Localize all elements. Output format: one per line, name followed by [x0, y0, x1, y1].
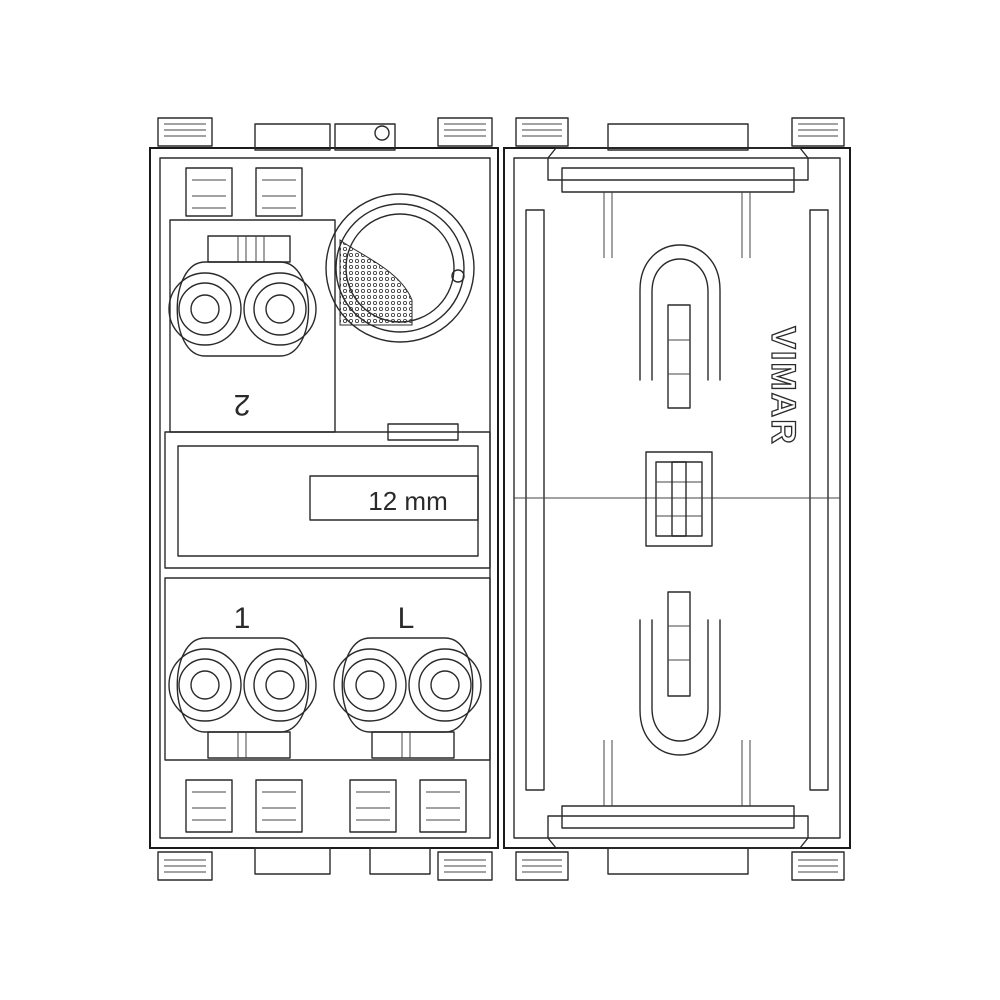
- terminal-L-label: L: [398, 602, 415, 635]
- right-module: VIMAR: [504, 118, 850, 880]
- terminal-2-label: 2: [234, 388, 251, 421]
- terminal-2-block: 2: [169, 220, 335, 432]
- left-module-body: [150, 148, 498, 848]
- strip-length-label: 12 mm: [368, 486, 447, 516]
- sensor-lens: [326, 194, 474, 342]
- left-top-clips: [158, 118, 492, 150]
- brand-logo: VIMAR: [764, 326, 802, 446]
- strip-gauge: 12 mm: [165, 432, 490, 568]
- bottom-release-tabs: [186, 780, 466, 832]
- left-module: 2 12 mm 1 L: [150, 118, 498, 880]
- left-bottom-clips: [158, 848, 492, 880]
- top-release-tabs: [186, 168, 302, 216]
- terminal-1-L-block: 1 L: [165, 578, 490, 760]
- terminal-1-label: 1: [234, 602, 251, 635]
